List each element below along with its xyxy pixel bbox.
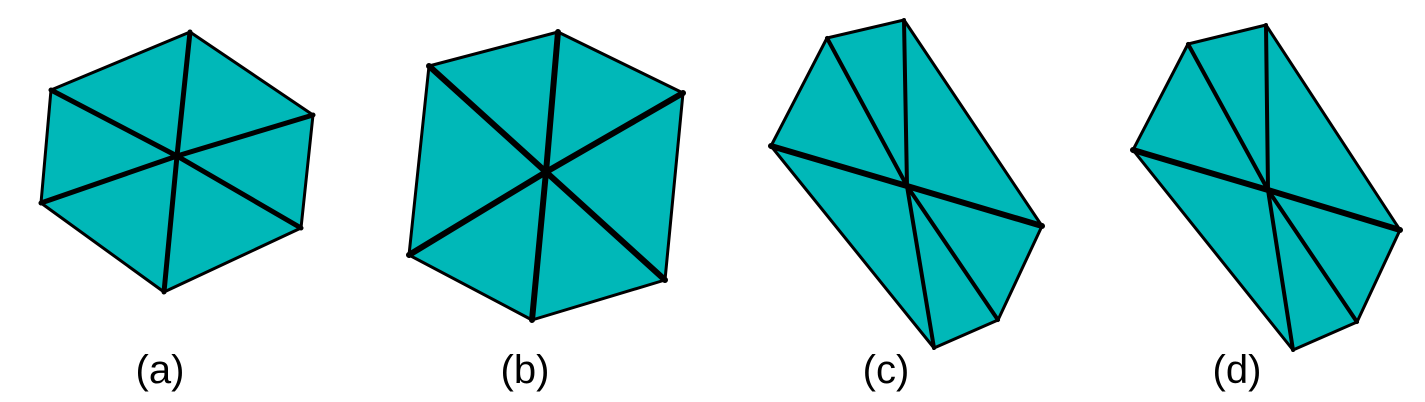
panel-b: (b)	[406, 29, 686, 392]
panel-d: (d)	[1130, 23, 1403, 392]
fan-edges	[768, 18, 1045, 350]
panel-c: (c)	[768, 18, 1045, 392]
panel-a: (a)	[38, 29, 316, 392]
panel-label-c: (c)	[863, 348, 910, 392]
panel-label-d: (d)	[1213, 348, 1262, 392]
fan-edges	[406, 29, 686, 323]
fan-edges	[1130, 23, 1403, 352]
fan-edges	[38, 29, 316, 295]
panel-label-a: (a)	[136, 348, 185, 392]
panel-label-b: (b)	[501, 348, 550, 392]
